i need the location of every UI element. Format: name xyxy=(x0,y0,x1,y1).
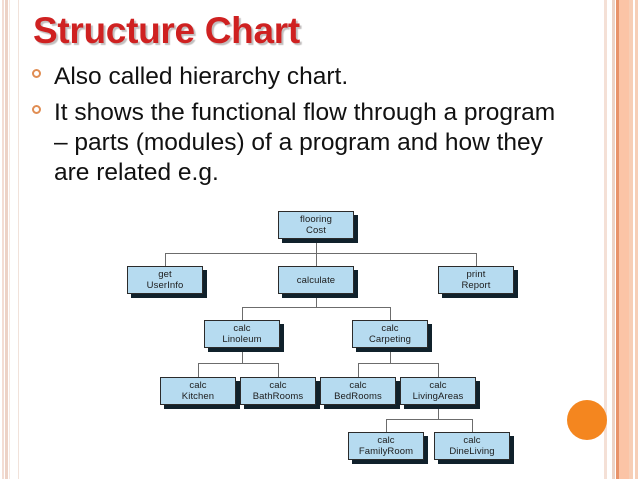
chart-node-label-line2: Cost xyxy=(306,225,326,236)
left-accent-band-1 xyxy=(2,0,4,479)
chart-node-label-line1: calculate xyxy=(296,274,336,286)
connector-drop xyxy=(165,253,166,266)
chart-node-label-line2: Carpeting xyxy=(368,334,412,345)
left-accent-band-2 xyxy=(5,0,8,479)
connector-drop xyxy=(358,363,359,377)
right-accent-band-4 xyxy=(616,0,619,479)
chart-node-label-line1: calc xyxy=(381,323,399,334)
right-accent-band-2 xyxy=(609,0,611,479)
chart-node-label-line2: BedRooms xyxy=(334,391,382,402)
chart-node-label-line2: Kitchen xyxy=(181,391,215,402)
chart-node-label-line2: FamilyRoom xyxy=(358,446,414,457)
connector-trunk xyxy=(390,348,391,363)
chart-node-label-line2: LivingAreas xyxy=(412,391,464,402)
list-item: Also called hierarchy chart. xyxy=(30,62,575,92)
right-accent-band-5 xyxy=(619,0,629,479)
connector-drop xyxy=(438,363,439,377)
connector-drop xyxy=(472,419,473,432)
connector-drop xyxy=(316,253,317,266)
chart-node-label-line2: Report xyxy=(461,280,491,291)
bullet-circle-icon xyxy=(32,69,41,78)
connector-drop xyxy=(390,307,391,320)
connector-trunk xyxy=(438,405,439,419)
chart-node-label-line2: UserInfo xyxy=(146,280,184,291)
chart-node-label-line1: calc xyxy=(233,323,251,334)
bullet-circle-icon xyxy=(32,105,41,114)
chart-node-label-line2: BathRooms xyxy=(252,391,304,402)
page-title: Structure Chart xyxy=(33,10,300,51)
connector-bus xyxy=(242,307,390,308)
chart-node-label-line1: calc xyxy=(189,380,207,391)
connector-bus xyxy=(386,419,472,420)
list-item-text: Also called hierarchy chart. xyxy=(54,63,349,90)
chart-node-label-line1: calc xyxy=(269,380,287,391)
connector-bus xyxy=(198,363,278,364)
chart-node-label-line1: calc xyxy=(429,380,447,391)
chart-node-label-line2: DineLiving xyxy=(449,446,495,457)
right-accent-band-1 xyxy=(604,0,607,479)
chart-node-label-line1: print xyxy=(466,269,486,280)
connector-trunk xyxy=(316,239,317,253)
connector-bus xyxy=(358,363,438,364)
list-item-text: It shows the functional flow through a p… xyxy=(54,99,556,186)
right-accent-band-6 xyxy=(629,0,633,479)
chart-node-label-line1: calc xyxy=(349,380,367,391)
list-item: It shows the functional flow through a p… xyxy=(30,98,575,188)
left-accent-band-3 xyxy=(9,0,10,479)
chart-node-label-line2: Linoleum xyxy=(222,334,262,345)
bullet-list: Also called hierarchy chart. It shows th… xyxy=(30,62,575,194)
connector-drop xyxy=(198,363,199,377)
chart-node-label-line1: flooring xyxy=(300,214,332,225)
chart-node[interactable]: calculate xyxy=(278,266,354,294)
connector-drop xyxy=(476,253,477,266)
connector-drop xyxy=(242,307,243,320)
connector-trunk xyxy=(242,348,243,363)
chart-node-label-line1: calc xyxy=(463,435,481,446)
left-accent-band-4 xyxy=(18,0,19,479)
right-accent-band-8 xyxy=(635,0,638,479)
connector-trunk xyxy=(316,294,317,307)
chart-node-label-line1: get xyxy=(158,269,172,280)
chart-node-label-line1: calc xyxy=(377,435,395,446)
right-accent-band-7 xyxy=(633,0,635,479)
orange-circle-decoration xyxy=(567,400,607,440)
right-accent-band-3 xyxy=(612,0,615,479)
connector-drop xyxy=(386,419,387,432)
connector-drop xyxy=(278,363,279,377)
connector-bus xyxy=(165,253,476,254)
